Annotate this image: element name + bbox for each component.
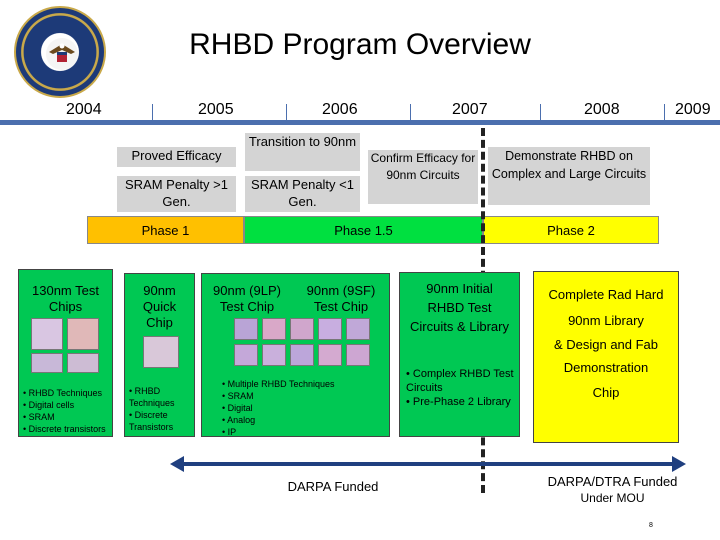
page-title: RHBD Program Overview: [189, 28, 531, 61]
funding-arrow-icon: [170, 456, 686, 472]
box-complete-line1: Complete Rad Hard: [548, 287, 664, 302]
box-90nm-initial-rhbd: 90nm Initial RHBD Test Circuits & Librar…: [399, 272, 520, 437]
chip-image: [318, 344, 342, 366]
chip-image: [290, 344, 314, 366]
agency-seal-logo: [14, 6, 106, 98]
box-9lp-title: 90nm (9LP) Test Chip: [213, 283, 281, 314]
bullet-item: • SRAM: [23, 412, 55, 422]
year-2009: 2009: [675, 101, 711, 118]
bullet-item: • Digital cells: [23, 400, 75, 410]
bullet-item: • Multiple RHBD Techniques: [222, 379, 335, 389]
chip-image: [31, 318, 63, 350]
box-initial-bullets: • Complex RHBD Test Circuits • Pre-Phase…: [406, 367, 518, 409]
bullet-item: • Analog: [222, 415, 256, 425]
bullet-item: • Complex RHBD Test Circuits: [406, 368, 514, 394]
chip-image: [67, 318, 99, 350]
bullet-item: • IP: [222, 427, 237, 437]
chip-image: [67, 353, 99, 373]
milestone-transition: Transition to 90nm: [245, 133, 360, 171]
year-2007: 2007: [452, 101, 488, 118]
box-quick-bullets: • RHBD Techniques • Discrete Transistors: [129, 385, 194, 433]
box-complete-line5: Chip: [592, 385, 620, 400]
box-90nm-9lp-9sf: 90nm (9LP) Test Chip 90nm (9SF) Test Chi…: [201, 273, 390, 437]
chip-image: [143, 336, 179, 368]
eagle-emblem-icon: [46, 38, 78, 70]
chip-image: [234, 344, 258, 366]
box-9sf-title: 90nm (9SF) Test Chip: [306, 283, 376, 314]
chip-image: [290, 318, 314, 340]
box-complete-line3: & Design and Fab: [553, 337, 659, 352]
box-complete-line2: 90nm Library: [568, 313, 644, 328]
phase-1-bar: Phase 1: [87, 216, 244, 244]
darpa-dtra-funded-label: DARPA/DTRA Funded: [547, 474, 678, 489]
box-90nm-quick-chip: 90nm Quick Chip • RHBD Techniques • Disc…: [124, 273, 195, 437]
milestone-sram-penalty-2: SRAM Penalty <1 Gen.: [245, 176, 360, 212]
timeline-bar: [0, 120, 720, 125]
box-9lp-bullets: • Multiple RHBD Techniques • SRAM • Digi…: [222, 378, 335, 438]
bullet-item: • RHBD Techniques: [129, 386, 175, 408]
chip-image: [262, 318, 286, 340]
box-quick-title: 90nm Quick Chip: [142, 283, 177, 330]
milestone-proved-efficacy: Proved Efficacy: [117, 147, 236, 167]
year-2005: 2005: [198, 101, 234, 118]
chip-image: [262, 344, 286, 366]
bullet-item: • RHBD Techniques: [23, 388, 103, 398]
year-divider: [664, 104, 665, 120]
box-complete-rad-hard: Complete Rad Hard 90nm Library & Design …: [533, 271, 679, 443]
page-number: 8: [649, 522, 653, 529]
year-divider: [540, 104, 541, 120]
milestone-sram-penalty-1: SRAM Penalty >1 Gen.: [117, 176, 236, 212]
box-initial-title: 90nm Initial RHBD Test Circuits & Librar…: [410, 281, 509, 334]
under-mou-label: Under MOU: [580, 491, 645, 505]
chip-image: [318, 318, 342, 340]
phase-1-5-bar: Phase 1.5: [244, 216, 483, 244]
milestone-demonstrate: Demonstrate RHBD on Complex and Large Ci…: [488, 147, 650, 205]
chip-image: [234, 318, 258, 340]
box-130nm-title: 130nm Test Chips: [32, 283, 99, 314]
box-130nm-test-chips: 130nm Test Chips • RHBD Techniques • Dig…: [18, 269, 113, 437]
milestone-confirm-efficacy: Confirm Efficacy for 90nm Circuits: [368, 150, 478, 204]
bullet-item: • SRAM: [222, 391, 254, 401]
year-2008: 2008: [584, 101, 620, 118]
chip-image: [346, 318, 370, 340]
bullet-item: • Discrete Transistors: [129, 410, 174, 432]
year-2006: 2006: [322, 101, 358, 118]
chip-image: [31, 353, 63, 373]
year-2004: 2004: [66, 101, 102, 118]
bullet-item: • Digital: [222, 403, 253, 413]
darpa-funded-label: DARPA Funded: [287, 479, 379, 494]
bullet-item: • Pre-Phase 2 Library: [406, 396, 511, 408]
year-divider: [410, 104, 411, 120]
chip-image: [346, 344, 370, 366]
year-divider: [152, 104, 153, 120]
box-130nm-bullets: • RHBD Techniques • Digital cells • SRAM…: [23, 387, 106, 435]
phase-2-bar: Phase 2: [483, 216, 659, 244]
box-complete-line4: Demonstration: [563, 360, 649, 375]
year-divider: [286, 104, 287, 120]
bullet-item: • Discrete transistors: [23, 424, 106, 434]
